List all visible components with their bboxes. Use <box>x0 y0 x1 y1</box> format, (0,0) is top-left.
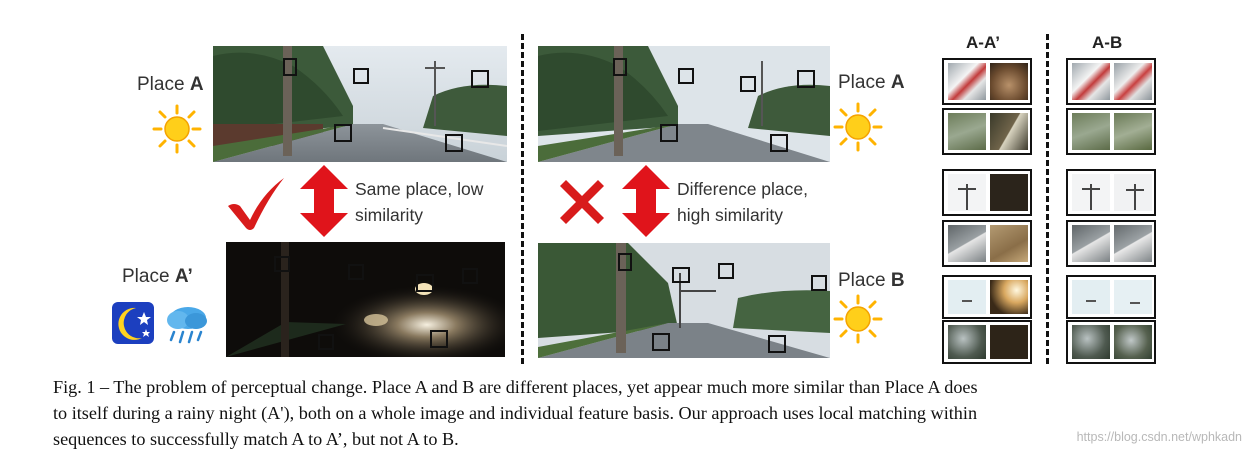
feature-box <box>430 330 448 348</box>
feature-box <box>678 68 694 84</box>
feature-box <box>613 58 627 76</box>
place-a-label-right: Place A <box>838 72 905 93</box>
feature-box <box>740 76 756 92</box>
patch-divider <box>1046 34 1049 364</box>
patch-pair <box>1066 320 1156 364</box>
checkmark-icon <box>228 178 284 230</box>
sun-icon <box>833 102 883 152</box>
double-arrow-icon <box>300 165 348 237</box>
double-arrow-icon <box>622 165 670 237</box>
patch-pair <box>942 275 1032 319</box>
patch-header-a-a-prime: A-A’ <box>966 33 1000 52</box>
feature-box <box>318 334 334 350</box>
feature-box <box>353 68 369 84</box>
place-a-photo-left <box>213 46 507 162</box>
rain-cloud-icon <box>167 307 207 344</box>
patch-pair <box>1066 169 1156 216</box>
feature-box <box>768 335 786 353</box>
feature-box <box>471 70 489 88</box>
moon-stars-icon <box>112 302 154 344</box>
patch-header-a-b: A-B <box>1092 33 1123 52</box>
patch-pair <box>942 169 1032 216</box>
feature-box <box>274 256 290 272</box>
patch-pair <box>942 320 1032 364</box>
feature-box <box>618 253 632 271</box>
feature-box <box>348 264 364 280</box>
patch-pair <box>942 108 1032 155</box>
patch-pair <box>942 58 1032 105</box>
caption-line: Fig. 1 – The problem of perceptual chang… <box>53 377 978 397</box>
place-b-label: Place B <box>838 270 905 291</box>
feature-box <box>416 274 434 292</box>
feature-box <box>334 124 352 142</box>
watermark: https://blog.csdn.net/wphkadn <box>1076 430 1242 444</box>
feature-box <box>462 268 478 284</box>
place-a-label-left: Place A <box>137 74 204 95</box>
place-a-photo-right <box>538 46 830 162</box>
sun-icon <box>833 294 883 344</box>
place-a-prime-label: Place A’ <box>122 266 193 287</box>
figure-caption: Fig. 1 – The problem of perceptual chang… <box>53 374 1213 452</box>
feature-box <box>283 58 297 76</box>
patch-pair <box>1066 275 1156 319</box>
panel-divider <box>521 34 524 364</box>
patch-pair <box>1066 58 1156 105</box>
feature-box <box>445 134 463 152</box>
patch-pair <box>1066 220 1156 267</box>
feature-box <box>660 124 678 142</box>
sun-icon <box>152 104 202 154</box>
cross-icon <box>560 180 604 224</box>
feature-box <box>770 134 788 152</box>
feature-box <box>718 263 734 279</box>
place-a-prime-photo <box>226 242 505 357</box>
caption-line: sequences to successfully match A to A’,… <box>53 429 459 449</box>
caption-line: to itself during a rainy night (A'), bot… <box>53 403 978 423</box>
feature-box <box>672 267 690 283</box>
patch-pair <box>942 220 1032 267</box>
feature-box <box>652 333 670 351</box>
same-place-note: Same place, low similarity <box>355 179 484 225</box>
feature-box <box>811 275 827 291</box>
different-place-note: Difference place, high similarity <box>677 179 809 225</box>
patch-pair <box>1066 108 1156 155</box>
place-b-photo <box>538 243 830 358</box>
feature-box <box>797 70 815 88</box>
